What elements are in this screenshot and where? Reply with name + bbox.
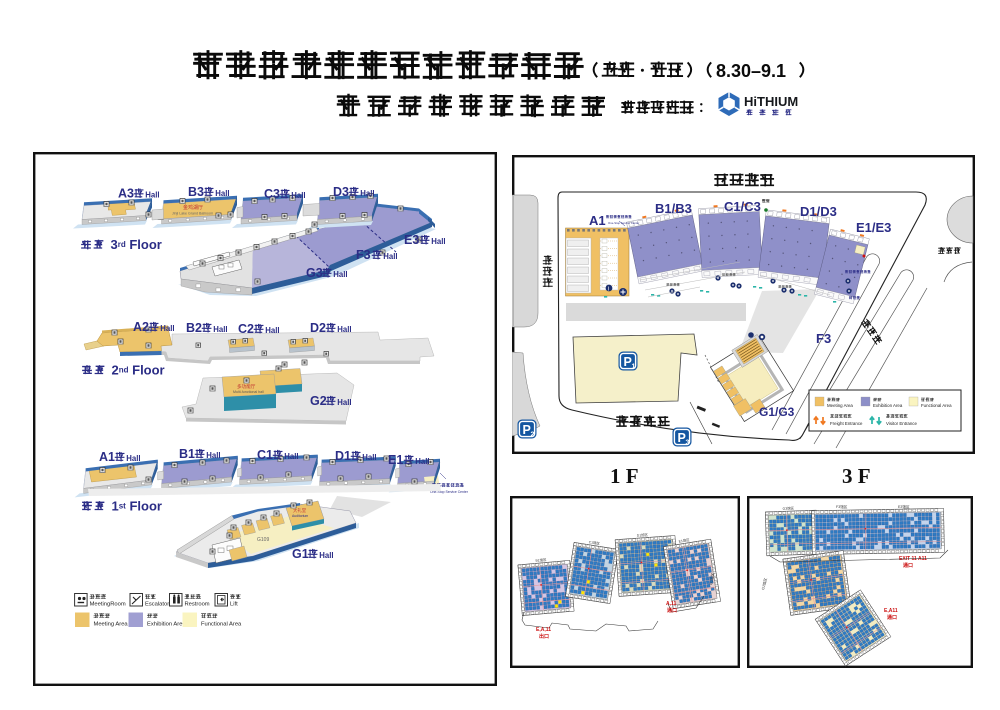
svg-text:Hall: Hall xyxy=(415,457,429,466)
svg-text:Hall: Hall xyxy=(160,324,174,333)
svg-text:Meeting Area: Meeting Area xyxy=(827,403,853,408)
svg-text:Hall: Hall xyxy=(213,325,227,334)
svg-text:Restroom: Restroom xyxy=(185,602,210,608)
svg-text:2: 2 xyxy=(531,432,535,439)
svg-text:EXIT 11 A11: EXIT 11 A11 xyxy=(899,556,927,562)
svg-text:P: P xyxy=(523,423,531,437)
svg-text:Hall: Hall xyxy=(337,398,351,407)
svg-text:1st Floor: 1st Floor xyxy=(112,499,162,514)
svg-text:Exhibition Area: Exhibition Area xyxy=(147,622,186,628)
svg-text:B2: B2 xyxy=(186,321,202,335)
svg-text:B1馆区: B1馆区 xyxy=(535,557,547,563)
svg-text:E,A11: E,A11 xyxy=(884,608,898,614)
svg-text:B1/B3: B1/B3 xyxy=(655,201,692,216)
svg-text:C1/C3: C1/C3 xyxy=(724,199,761,214)
svg-text:Auditorium: Auditorium xyxy=(292,514,308,518)
svg-text:C1: C1 xyxy=(257,448,273,462)
svg-text:A3: A3 xyxy=(118,187,134,201)
svg-text:D1馆区: D1馆区 xyxy=(637,532,649,538)
svg-text:F3: F3 xyxy=(816,331,831,346)
svg-text:A,11: A,11 xyxy=(666,601,677,607)
svg-text:A2: A2 xyxy=(133,320,149,334)
svg-text:D1: D1 xyxy=(335,449,351,463)
svg-text:金鸡湖厅: 金鸡湖厅 xyxy=(183,204,203,211)
svg-text:Multi-functional hall: Multi-functional hall xyxy=(233,390,264,394)
svg-text:Escalator: Escalator xyxy=(145,602,169,608)
svg-text:Hall: Hall xyxy=(337,325,351,334)
svg-text:8.30–9.1: 8.30–9.1 xyxy=(716,61,786,81)
svg-text:G109: G109 xyxy=(257,537,269,543)
svg-text:Hall: Hall xyxy=(431,237,445,246)
svg-text:多功能厅: 多功能厅 xyxy=(237,383,256,390)
svg-text:E3馆区: E3馆区 xyxy=(898,504,910,509)
svg-text:E,A,11: E,A,11 xyxy=(536,627,551,633)
svg-text:P: P xyxy=(678,431,686,445)
svg-text:Meeting Area: Meeting Area xyxy=(94,622,129,628)
svg-text:D1/D3: D1/D3 xyxy=(800,204,837,219)
svg-text:G3: G3 xyxy=(306,266,323,280)
svg-text:出口: 出口 xyxy=(539,633,549,640)
svg-text:Hall: Hall xyxy=(383,252,397,261)
svg-text:F3馆区: F3馆区 xyxy=(836,504,848,509)
svg-text:Hall: Hall xyxy=(145,191,159,200)
svg-text:E3: E3 xyxy=(404,233,419,247)
svg-text:MeetingRoom: MeetingRoom xyxy=(90,602,126,608)
svg-text:G1馆区: G1馆区 xyxy=(760,577,768,590)
svg-text:2nd Floor: 2nd Floor xyxy=(112,363,165,378)
svg-text:E1/E3: E1/E3 xyxy=(856,220,891,235)
svg-text:3: 3 xyxy=(686,440,690,447)
svg-text:C2: C2 xyxy=(238,322,254,336)
svg-text:大礼堂: 大礼堂 xyxy=(293,507,307,514)
svg-text:One-Stop Service Center: One-Stop Service Center xyxy=(608,221,639,225)
svg-text:1: 1 xyxy=(632,364,636,371)
svg-text:Jinji Lake Grand Ballroom: Jinji Lake Grand Ballroom xyxy=(172,212,213,216)
svg-text:B3: B3 xyxy=(188,185,204,199)
svg-text:G3馆区: G3馆区 xyxy=(783,505,795,510)
svg-text:C1馆区: C1馆区 xyxy=(588,539,600,546)
svg-text:Hall: Hall xyxy=(215,189,229,198)
svg-text:通口: 通口 xyxy=(903,562,913,569)
svg-text:G1馆区: G1馆区 xyxy=(708,572,715,585)
svg-text:Freight Entrance: Freight Entrance xyxy=(830,421,863,426)
svg-text:G1/G3: G1/G3 xyxy=(759,405,795,419)
svg-text:Functional Area: Functional Area xyxy=(201,622,242,628)
svg-text:C3: C3 xyxy=(264,187,280,201)
svg-text:B1: B1 xyxy=(179,447,195,461)
svg-text:One-Stop Service Center: One-Stop Service Center xyxy=(430,490,469,494)
svg-text:Hall: Hall xyxy=(333,270,347,279)
svg-text:A1: A1 xyxy=(589,213,606,228)
svg-text:Functional Area: Functional Area xyxy=(921,403,952,408)
svg-text:Hall: Hall xyxy=(126,454,140,463)
svg-text:i: i xyxy=(608,286,609,292)
svg-text:G1: G1 xyxy=(292,547,309,561)
svg-text:Exhibition Area: Exhibition Area xyxy=(873,403,903,408)
svg-text:Hall: Hall xyxy=(284,452,298,461)
svg-text:P: P xyxy=(624,355,632,369)
svg-text:D2: D2 xyxy=(310,321,326,335)
svg-text:3rd Floor: 3rd Floor xyxy=(111,237,162,252)
svg-text:HiTHIUM: HiTHIUM xyxy=(744,94,798,109)
svg-text:通口: 通口 xyxy=(667,607,677,614)
svg-text:G2: G2 xyxy=(310,394,327,408)
svg-text:E1: E1 xyxy=(388,453,403,467)
svg-text:E1馆区: E1馆区 xyxy=(678,537,690,544)
svg-text:A1: A1 xyxy=(99,450,115,464)
svg-text:F3: F3 xyxy=(356,248,371,262)
svg-text:Hall: Hall xyxy=(360,189,374,198)
svg-text:Hall: Hall xyxy=(206,451,220,460)
svg-text:Hall: Hall xyxy=(265,326,279,335)
svg-text:通口: 通口 xyxy=(887,614,897,621)
svg-text:Hall: Hall xyxy=(319,551,333,560)
svg-text:Visitor Entrance: Visitor Entrance xyxy=(886,421,917,426)
svg-text:Hall: Hall xyxy=(362,453,376,462)
svg-text:Hall: Hall xyxy=(291,191,305,200)
svg-text:D3: D3 xyxy=(333,185,349,199)
svg-text:Lift: Lift xyxy=(230,602,238,608)
